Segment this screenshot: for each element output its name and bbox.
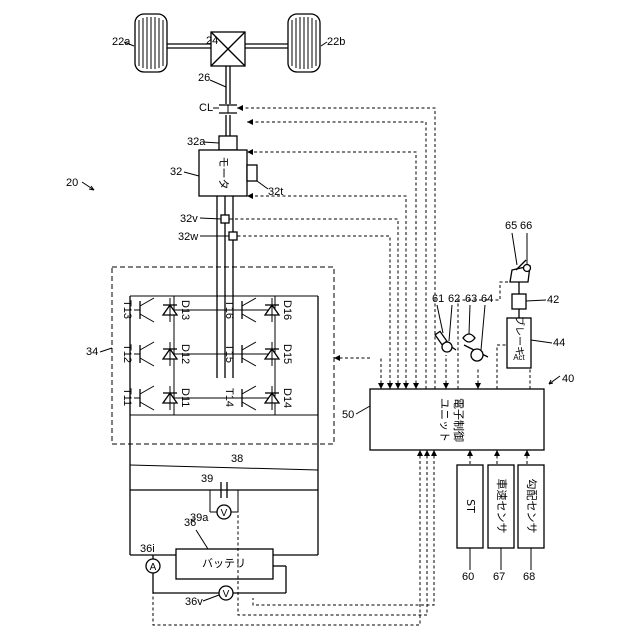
clutch-ref: CL bbox=[199, 102, 213, 114]
switch-cell bbox=[134, 386, 177, 410]
inverter-ref: 34 bbox=[86, 346, 98, 358]
wheel-left bbox=[135, 14, 167, 72]
brake-actuator-ref: 44 bbox=[553, 337, 565, 349]
transistor-label: T14 bbox=[223, 388, 235, 407]
capacitor-voltmeter-symbol: V bbox=[221, 508, 228, 519]
transistor-label: T15 bbox=[223, 344, 235, 363]
switch-cell bbox=[134, 298, 177, 322]
power-line-38-span bbox=[130, 465, 318, 470]
power-lines-ref: 38 bbox=[231, 453, 243, 465]
brake-pedal-main-ref: 65 bbox=[505, 220, 517, 232]
accel-sensor-ref: 62 bbox=[448, 293, 460, 305]
master-cylinder-ref: 42 bbox=[547, 294, 559, 306]
master-cylinder bbox=[512, 294, 526, 309]
diode-label: D15 bbox=[281, 344, 293, 364]
battery-voltmeter-symbol: V bbox=[223, 589, 230, 600]
clutch bbox=[219, 105, 237, 113]
capacitor-ref: 39 bbox=[201, 473, 213, 485]
vehicle-speed-sensor: 車速センサ bbox=[488, 465, 514, 548]
current-sensor-v bbox=[221, 215, 229, 223]
battery-ref: 36 bbox=[184, 517, 196, 529]
st-label: ST bbox=[464, 499, 477, 513]
brake-pedal-icon bbox=[463, 334, 488, 361]
brake-actuator-label: ブレーキ bbox=[513, 316, 526, 356]
gradient-sensor: 勾配センサ bbox=[518, 465, 544, 548]
brake-pedal-ref: 63 bbox=[465, 293, 477, 305]
driveshaft bbox=[226, 66, 230, 136]
differential-ref: 24 bbox=[206, 35, 218, 47]
diode-label: D14 bbox=[281, 388, 293, 408]
ecu-label-line1: 電子制御 bbox=[452, 398, 466, 442]
motor-label: モータ bbox=[217, 157, 230, 190]
wheel-left-ref: 22a bbox=[112, 36, 131, 48]
motor-ref: 32 bbox=[170, 166, 182, 178]
switch-cell bbox=[134, 342, 177, 366]
accelerator-pedal-icon bbox=[435, 331, 456, 352]
ecu-label-line2: ユニット bbox=[438, 398, 451, 442]
motor-temp-sensor bbox=[247, 165, 257, 181]
motor-shaft-coupling bbox=[219, 136, 237, 150]
speed-sensor-ref: 67 bbox=[493, 571, 505, 583]
speed-sensor-label: 車速センサ bbox=[495, 479, 509, 534]
diode-label: D16 bbox=[281, 300, 293, 320]
shaft-ref: 26 bbox=[198, 72, 210, 84]
ecu-ref: 50 bbox=[342, 409, 354, 421]
transistor-label: T11 bbox=[121, 388, 133, 406]
inverter-boundary bbox=[112, 267, 334, 444]
battery-label: バッテリ bbox=[202, 557, 246, 570]
accel-pedal-ref: 61 bbox=[432, 293, 444, 305]
battery-current-ref: 36i bbox=[140, 543, 155, 555]
transistor-label: T12 bbox=[121, 344, 133, 363]
brake-system-ref: 40 bbox=[562, 373, 574, 385]
figure-ref: 20 bbox=[66, 177, 78, 189]
motor-sensor-ref: 32t bbox=[268, 186, 283, 198]
input-sensor-st: ST bbox=[457, 465, 483, 548]
brake-pedal-main-sensor-ref: 66 bbox=[520, 220, 532, 232]
brake-actuator-sub: Act bbox=[513, 353, 525, 362]
st-ref: 60 bbox=[462, 571, 474, 583]
diode-label: D11 bbox=[179, 388, 191, 407]
gradient-sensor-ref: 68 bbox=[523, 571, 535, 583]
sensor-w-ref: 32w bbox=[178, 231, 198, 243]
wheel-right bbox=[288, 14, 320, 72]
wheel-right-ref: 22b bbox=[327, 36, 345, 48]
diode-label: D12 bbox=[179, 344, 191, 364]
transistor-label: T16 bbox=[223, 300, 235, 319]
transistor-label: T13 bbox=[121, 300, 133, 319]
battery-voltage-ref: 36v bbox=[185, 596, 203, 608]
sensor-v-ref: 32v bbox=[180, 213, 198, 225]
brake-sensor-ref: 64 bbox=[481, 293, 493, 305]
diode-label: D13 bbox=[179, 300, 191, 320]
gradient-sensor-label: 勾配センサ bbox=[525, 479, 538, 534]
battery-ammeter-symbol: A bbox=[150, 562, 157, 573]
current-sensor-w bbox=[229, 232, 237, 240]
